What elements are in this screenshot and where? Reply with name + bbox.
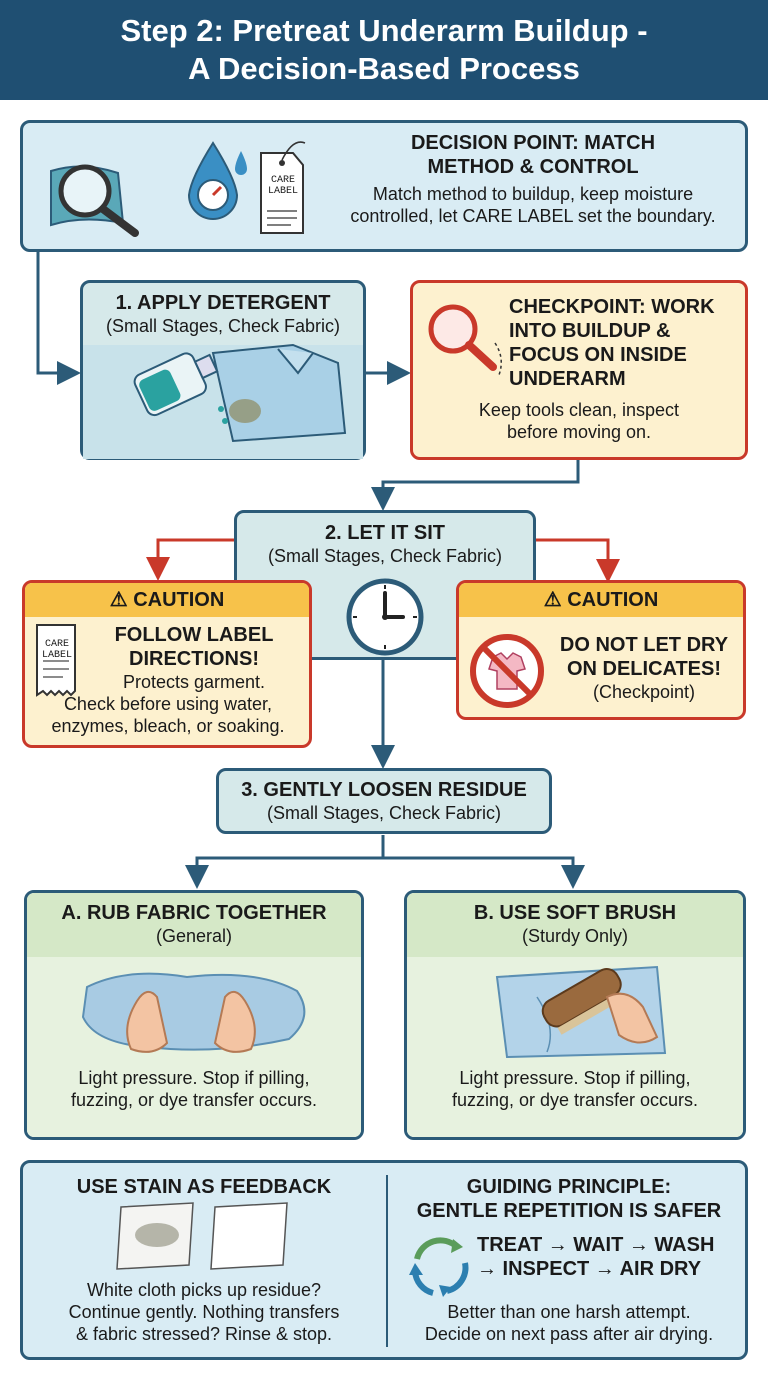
moisture-gauge-icon (187, 141, 247, 220)
hands-rubbing-fabric-illustration (81, 972, 306, 1053)
warning-icon: ⚠ (109, 589, 128, 611)
option-a-header: A. RUB FABRIC TOGETHER (General) (27, 893, 361, 957)
feedback-body-line2: Continue gently. Nothing transfers (68, 1302, 340, 1322)
caution-left-header: ⚠ CAUTION (25, 583, 309, 617)
principle-section: GUIDING PRINCIPLE: GENTLE REPETITION IS … (389, 1175, 749, 1223)
option-b-body-line1: Light pressure. Stop if pilling, (459, 1068, 691, 1088)
caution-left-body-line3: enzymes, bleach, or soaking. (51, 716, 285, 736)
caution-left-body-line2: Check before using water, (63, 694, 273, 714)
caution-right-title-line1: DO NOT LET DRY (559, 634, 729, 656)
arrow-checkpoint-to-step2 (371, 460, 580, 511)
cycle-line1: TREAT → WAIT → WASH (477, 1234, 715, 1256)
principle-title-line1: GUIDING PRINCIPLE: (466, 1176, 672, 1198)
magnifier-fabric-icon (50, 164, 139, 237)
caution-left-title-line1: FOLLOW LABEL (114, 624, 274, 646)
option-b-header: B. USE SOFT BRUSH (Sturdy Only) (407, 893, 743, 957)
feedback-section: USE STAIN AS FEEDBACK (23, 1175, 385, 1199)
cloth-swatches-icon (116, 1202, 288, 1270)
principle-cycle: TREAT → WAIT → WASH → INSPECT → AIR DRY (477, 1233, 737, 1281)
option-b-title: B. USE SOFT BRUSH (473, 902, 677, 924)
bottom-panel: USE STAIN AS FEEDBACK White cloth picks … (20, 1160, 748, 1360)
principle-body-line1: Better than one harsh attempt. (447, 1302, 691, 1322)
caution-left-body-line1: Protects garment. (122, 672, 266, 692)
arrow-step2-to-caution-right (535, 538, 620, 583)
step1-card: 1. APPLY DETERGENT (Small Stages, Check … (80, 280, 366, 460)
page-title-line2: A Decision-Based Process (188, 51, 580, 86)
checkpoint-title-line1: CHECKPOINT: WORK (509, 296, 715, 318)
option-b-body: Light pressure. Stop if pilling, fuzzing… (407, 957, 743, 1137)
option-a-body-line1: Light pressure. Stop if pilling, (78, 1068, 310, 1088)
decision-icons (50, 141, 306, 237)
care-label-scroll-icon (36, 624, 76, 697)
caution-right-header: ⚠ CAUTION (459, 583, 743, 617)
checkpoint-card: CHECKPOINT: WORK INTO BUILDUP & FOCUS ON… (410, 280, 748, 460)
option-a-body: Light pressure. Stop if pilling, fuzzing… (27, 957, 361, 1137)
feedback-body-line3: & fabric stressed? Rinse & stop. (75, 1324, 333, 1344)
caution-left-title-line2: DIRECTIONS! (129, 648, 259, 670)
principle-body-line2: Decide on next pass after air drying. (424, 1324, 714, 1344)
page-header: Step 2: Pretreat Underarm Buildup - A De… (0, 0, 768, 100)
decision-body-line2: controlled, let CARE LABEL set the bound… (350, 206, 716, 226)
step1-title: 1. APPLY DETERGENT (115, 292, 331, 314)
decision-title-line1: DECISION POINT: MATCH (410, 132, 656, 154)
caution-right-note: (Checkpoint) (592, 682, 696, 702)
option-a-title: A. RUB FABRIC TOGETHER (61, 902, 327, 924)
checkpoint-title-line4: UNDERARM (509, 368, 626, 390)
option-b-subtitle: (Sturdy Only) (521, 926, 629, 946)
caution-right-title-line2: ON DELICATES! (566, 658, 722, 680)
care-label-text: CARE LABEL (267, 175, 298, 197)
care-label-icon (260, 141, 306, 234)
clock-icon (346, 578, 424, 656)
warning-icon: ⚠ (543, 589, 562, 611)
panel-divider (386, 1175, 388, 1347)
option-b-card: B. USE SOFT BRUSH (Sturdy Only) Light pr… (404, 890, 746, 1140)
option-a-card: A. RUB FABRIC TOGETHER (General) Light p… (24, 890, 364, 1140)
step3-card: 3. GENTLY LOOSEN RESIDUE (Small Stages, … (216, 768, 552, 834)
arrow-decision-to-step1 (36, 250, 81, 385)
step3-subtitle: (Small Stages, Check Fabric) (266, 803, 502, 823)
option-a-body-line2: fuzzing, or dye transfer occurs. (70, 1090, 318, 1110)
caution-left-card: ⚠ CAUTION CARE LABEL FOLLOW LABEL DIRECT… (22, 580, 312, 748)
detergent-shirt-illustration (83, 343, 363, 459)
step2-subtitle: (Small Stages, Check Fabric) (267, 546, 503, 566)
feedback-title: USE STAIN AS FEEDBACK (76, 1176, 332, 1198)
step1-subtitle: (Small Stages, Check Fabric) (105, 316, 341, 336)
cycle-arrows-icon (409, 1237, 469, 1297)
checkpoint-body-line2: before moving on. (506, 422, 652, 442)
arrow-step3-to-options (195, 835, 575, 882)
checkpoint-title-line2: INTO BUILDUP & (509, 320, 671, 342)
checkpoint-title-line3: FOCUS ON INSIDE (509, 344, 687, 366)
caution-right-card: ⚠ CAUTION DO NOT LET DRY ON DELICATES! (… (456, 580, 746, 720)
step2-title: 2. LET IT SIT (324, 522, 445, 544)
magnifier-icon (428, 304, 502, 376)
option-a-subtitle: (General) (155, 926, 233, 946)
feedback-body-line1: White cloth picks up residue? (86, 1280, 322, 1300)
option-b-body-line2: fuzzing, or dye transfer occurs. (451, 1090, 699, 1110)
arrow-step2-to-caution-left (146, 538, 236, 581)
cycle-line2: → INSPECT → AIR DRY (477, 1258, 702, 1280)
no-dry-delicates-icon (470, 634, 544, 708)
page-title-line1: Step 2: Pretreat Underarm Buildup - (120, 13, 648, 48)
checkpoint-body-line1: Keep tools clean, inspect (478, 400, 680, 420)
soft-brush-illustration (495, 965, 667, 1059)
caution-care-label-text: CARE LABEL (41, 639, 72, 661)
decision-body-line1: Match method to buildup, keep moisture (372, 184, 694, 204)
decision-point-card: CARE LABEL DECISION POINT: MATCH METHOD … (20, 120, 748, 252)
decision-title-line2: METHOD & CONTROL (427, 156, 639, 178)
principle-title-line2: GENTLE REPETITION IS SAFER (416, 1200, 722, 1222)
step3-title: 3. GENTLY LOOSEN RESIDUE (241, 779, 527, 801)
